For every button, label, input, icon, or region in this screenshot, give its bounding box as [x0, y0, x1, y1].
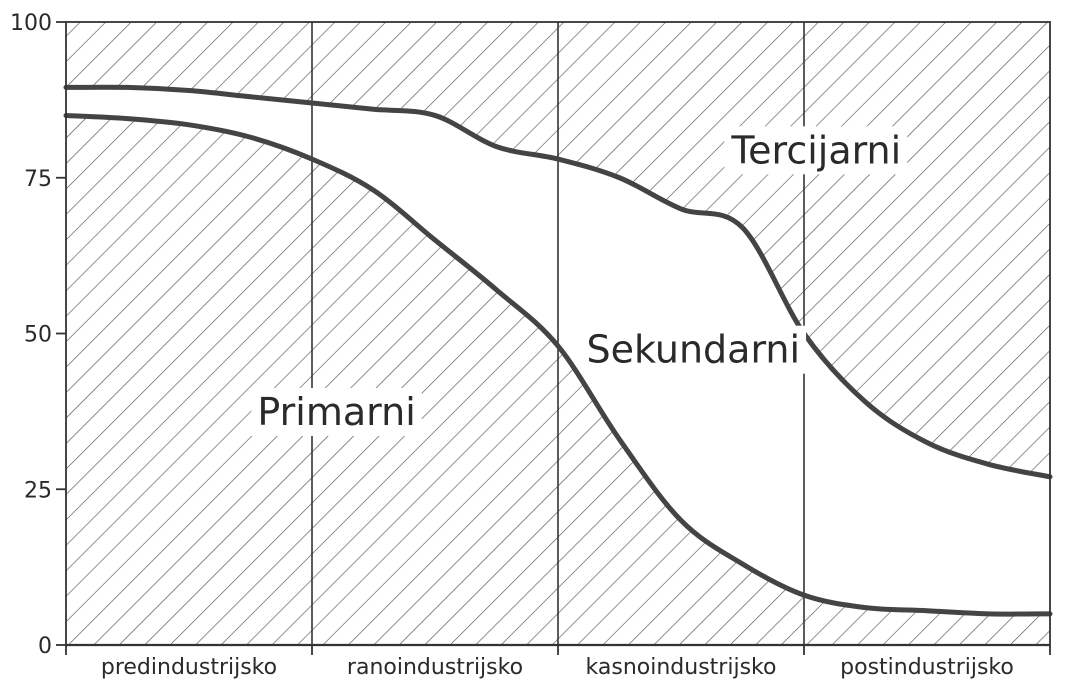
boundary-sekundarni-tercijarni: [63, 84, 1053, 480]
area-label-background: [251, 387, 422, 436]
area-label-background: [724, 126, 908, 175]
y-tick-label: 50: [24, 323, 52, 348]
area-label-text: Primarni: [257, 390, 415, 434]
area-label-tercijarni: Tercijarni: [724, 126, 908, 175]
y-axis-ticks: 0 25 50 75 100: [10, 11, 66, 659]
area-labels: Primarni Sekundarni Tercijarni: [251, 126, 908, 436]
area-label-text: Tercijarni: [730, 128, 901, 172]
boundary-lines: [63, 84, 1053, 617]
x-category-label: ranoindustrijsko: [347, 655, 523, 680]
x-axis-categories: predindustrijsko ranoindustrijsko kasnoind…: [65, 645, 1051, 680]
x-category-label: predindustrijsko: [101, 655, 277, 680]
y-tick-label: 0: [38, 634, 52, 659]
y-tick-label: 75: [24, 167, 52, 192]
boundary-primarni-sekundarni: [63, 112, 1053, 617]
area-label-text: Sekundarni: [587, 328, 801, 372]
y-tick-label: 100: [10, 11, 52, 36]
area-label-sekundarni: Sekundarni: [580, 325, 807, 374]
area-label-primarni: Primarni: [251, 387, 422, 436]
y-tick-label: 25: [24, 478, 52, 503]
x-category-label: kasnoindustrijsko: [586, 655, 777, 680]
x-category-label: postindustrijsko: [840, 655, 1014, 680]
area-label-background: [580, 325, 807, 374]
